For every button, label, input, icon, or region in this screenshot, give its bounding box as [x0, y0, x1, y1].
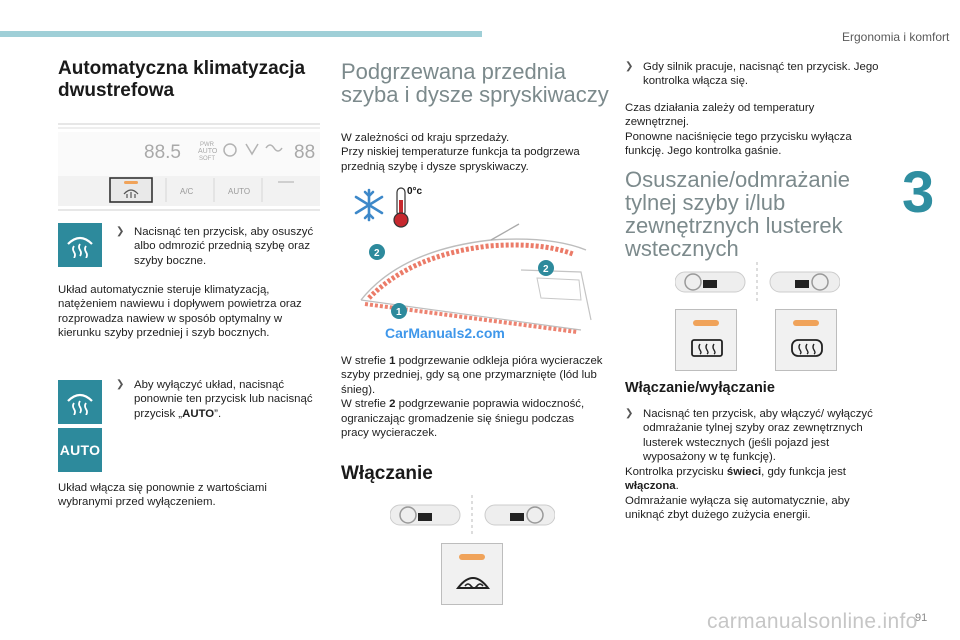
svg-text:PWR: PWR [200, 142, 215, 148]
bullet-arrow-icon: ❯ [625, 61, 634, 72]
steering-wheel-illustration [390, 495, 555, 535]
auto-button-tile: AUTO [58, 428, 102, 472]
heated-windscreen-icon [455, 577, 491, 589]
carmanuals-watermark: CarManuals2.com [385, 325, 505, 341]
zone-2-marker-right [538, 260, 554, 276]
rear-defrost-button-box-1 [675, 309, 737, 371]
rear-window-mirror-defrost-icon [791, 339, 823, 357]
bullet-arrow-icon: ❯ [116, 379, 125, 390]
section-title-climate: Automatyczna klimatyzacja dwustrefowa [58, 58, 306, 101]
svg-text:2: 2 [543, 264, 549, 275]
svg-text:1: 1 [396, 307, 402, 318]
steering-wheel-illustration-rear [675, 262, 840, 302]
paragraph-heated-intro: W zależności od kraju sprzedaży. Przy ni… [341, 132, 580, 173]
temperature-label: 0°c [407, 186, 423, 197]
indicator-led [693, 320, 719, 326]
header-bar [0, 31, 482, 37]
bullet-defrost-press: ❯ Nacisnąć ten przycisk, aby osuszyć alb… [116, 226, 314, 267]
paragraph-restore: Układ włącza się ponownie z wartościami … [58, 482, 267, 509]
panel-temp-display: 88.5 [144, 142, 181, 163]
svg-text:AUTO: AUTO [228, 187, 250, 196]
svg-text:2: 2 [374, 248, 380, 259]
windscreen-heating-button-box [441, 543, 503, 605]
zone-1-marker [391, 303, 407, 319]
bullet-rear-defrost-press: ❯ Nacisnąć ten przycisk, aby włączyć/ wy… [625, 408, 873, 464]
indicator-led [793, 320, 819, 326]
section-title-rear-defrost: Osuszanie/odmrażanie tylnej szyby i/lub … [625, 167, 851, 261]
subtitle-switching-on: Włączanie [341, 463, 433, 484]
svg-text:88: 88 [294, 142, 315, 163]
section-title-heated-windscreen: Podgrzewana przednia szyba i dysze sprys… [341, 59, 609, 107]
svg-text:AUTO: AUTO [198, 148, 218, 155]
svg-text:A/C: A/C [180, 187, 194, 196]
subtitle-on-off: Włączanie/wyłączanie [625, 380, 775, 396]
climate-panel-illustration: 88.5 PWR AUTO SOFT 88 A/C AUTO [58, 123, 320, 211]
front-defrost-icon [67, 393, 93, 415]
front-defrost-icon [67, 236, 93, 258]
front-defrost-tile-2 [58, 380, 102, 424]
section-header: Ergonomia i komfort [842, 30, 950, 44]
chapter-number: 3 [902, 160, 935, 225]
snowflake-icon [354, 188, 384, 222]
bullet-arrow-icon: ❯ [116, 226, 125, 237]
zone-2-marker-left [369, 244, 385, 260]
indicator-led [459, 554, 485, 560]
bullet-switch-off: ❯ Aby wyłączyć układ, nacisnąć ponownie … [116, 379, 313, 420]
paragraph-zones: W strefie 1 podgrzewanie odkleja pióra w… [341, 355, 603, 440]
svg-text:SOFT: SOFT [199, 156, 215, 162]
rear-window-defrost-icon [691, 339, 723, 357]
thermometer-icon [393, 187, 409, 228]
paragraph-duration: Czas działania zależy od temperatury zew… [625, 102, 852, 158]
footer-watermark: carmanualsonline.info [707, 610, 918, 633]
heated-windscreen-illustration: 0°c 2 2 1 [354, 186, 592, 334]
rear-defrost-button-box-2 [775, 309, 837, 371]
front-defrost-tile [58, 223, 102, 267]
paragraph-indicator: Kontrolka przycisku świeci, gdy funkcja … [625, 466, 850, 522]
paragraph-auto-control: Układ automatycznie steruje klimatyzacją… [58, 284, 302, 340]
bullet-engine-running: ❯ Gdy silnik pracuje, nacisnąć ten przyc… [625, 61, 879, 88]
bullet-arrow-icon: ❯ [625, 408, 634, 419]
page-number: 91 [915, 612, 928, 624]
